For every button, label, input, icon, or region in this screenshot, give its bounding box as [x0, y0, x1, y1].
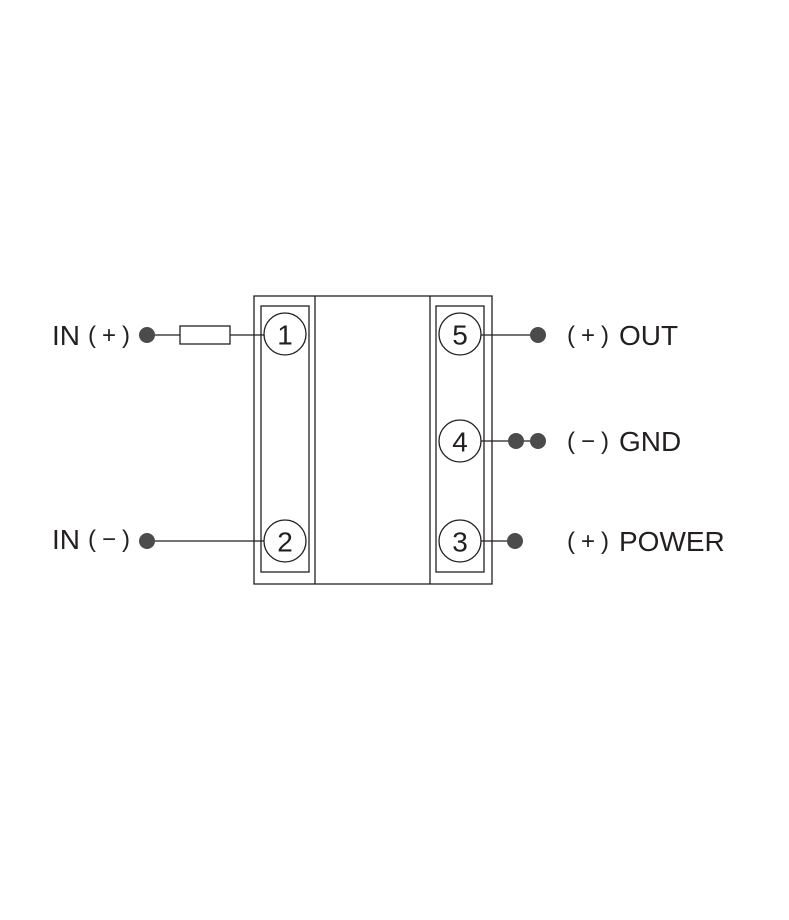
terminal-dot-gnd-b	[530, 433, 546, 449]
terminal-dot-in-minus	[139, 533, 155, 549]
terminal-strip-right	[435, 305, 485, 573]
label-in-plus-main: IN	[52, 320, 80, 351]
pin-3-number: 3	[452, 527, 468, 558]
label-in-minus-paren: (−)	[88, 526, 130, 553]
pin-4-number: 4	[452, 427, 468, 458]
terminal-dot-out	[530, 327, 546, 343]
label-out-main: OUT	[619, 320, 678, 351]
module-body	[253, 295, 493, 585]
pin-1-circle	[263, 312, 307, 356]
label-power-paren: (+)	[567, 528, 609, 555]
label-power-main: POWER	[619, 526, 725, 557]
pin-1-number: 1	[277, 320, 293, 351]
resistor	[179, 325, 231, 345]
label-in-minus-main: IN	[52, 524, 80, 555]
label-in-plus-paren: (+)	[88, 322, 130, 349]
label-gnd-paren: (−)	[567, 428, 609, 455]
label-gnd-main: GND	[619, 426, 681, 457]
pin-5-number: 5	[452, 320, 468, 351]
pin-2-number: 2	[277, 527, 293, 558]
terminal-dot-power	[507, 533, 523, 549]
terminal-dot-gnd-a	[508, 433, 524, 449]
label-out-paren: (+)	[567, 322, 609, 349]
pin-5-circle	[438, 312, 482, 356]
terminal-strip-left	[260, 305, 310, 573]
terminal-dot-in-plus	[139, 327, 155, 343]
